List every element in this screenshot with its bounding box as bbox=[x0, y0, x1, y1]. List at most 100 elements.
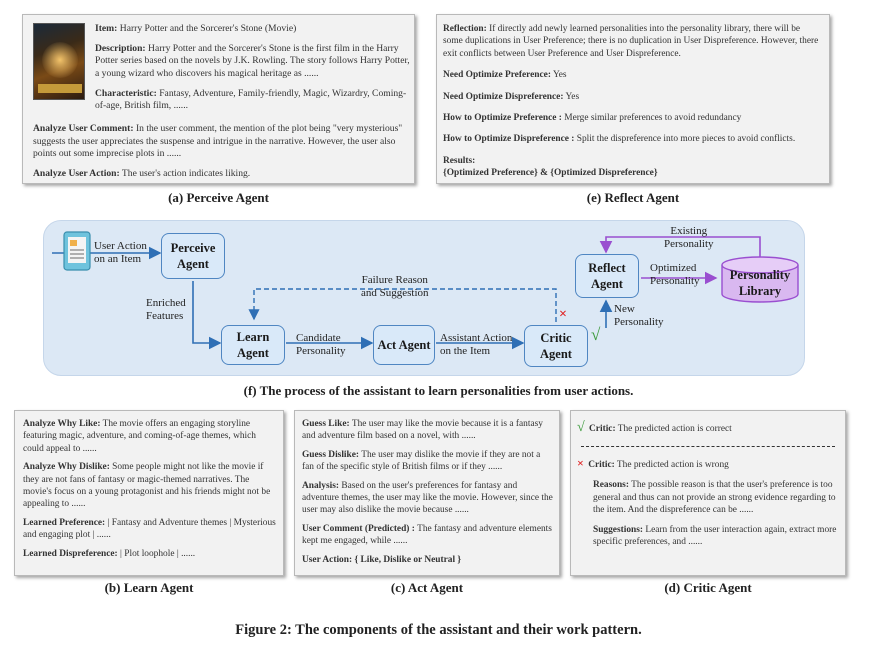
critic-agent-node: Critic Agent bbox=[524, 325, 588, 367]
how-dispref-label: How to Optimize Dispreference : bbox=[443, 134, 575, 145]
predicted-comment-value: The fantasy and adventure elements kept … bbox=[302, 523, 552, 547]
critic-wrong-value: The predicted action is wrong bbox=[616, 460, 729, 471]
process-caption: (f) The process of the assistant to lear… bbox=[243, 383, 634, 398]
act-agent-node: Act Agent bbox=[373, 325, 435, 365]
guess-dislike-row: Guess Dislike: The user may dislike the … bbox=[302, 449, 553, 474]
why-like-label: Analyze Why Like: bbox=[23, 419, 101, 429]
item-row: Item: Harry Potter and the Sorcerer's St… bbox=[95, 23, 410, 36]
need-dispref-row: Need Optimize Dispreference: Yes bbox=[443, 91, 821, 103]
reasons-row: Reasons: The possible reason is that the… bbox=[577, 479, 837, 516]
predicted-comment-label: User Comment (Predicted) : bbox=[302, 523, 415, 534]
characteristic-label: Characteristic: bbox=[95, 87, 157, 99]
characteristic-row: Characteristic: Fantasy, Adventure, Fami… bbox=[95, 88, 410, 113]
check-icon: √ bbox=[577, 420, 585, 435]
reflection-value: If directly add newly learned personalit… bbox=[443, 24, 819, 59]
learned-pref-value: | Fantasy and Adventure themes | Mysteri… bbox=[23, 517, 276, 541]
act-caption: (c) Act Agent bbox=[390, 580, 464, 595]
reflection-row: Reflection: If directly add newly learne… bbox=[443, 23, 821, 60]
why-dislike-label: Analyze Why Dislike: bbox=[23, 462, 110, 473]
dashed-divider bbox=[581, 446, 835, 448]
reflect-agent-panel: Reflection: If directly add newly learne… bbox=[436, 14, 830, 184]
results-label: Results: bbox=[443, 155, 476, 166]
how-dispref-value: Split the dispreference into more pieces… bbox=[576, 134, 796, 145]
cross-icon: × bbox=[577, 456, 584, 471]
analyze-comment-label: Analyze User Comment: bbox=[33, 123, 134, 134]
critic-caption: (d) Critic Agent bbox=[664, 580, 752, 595]
critic-correct-label: Critic: bbox=[589, 424, 616, 434]
description-label: Description: bbox=[95, 42, 146, 54]
analyze-action-row: Analyze User Action: The user's action i… bbox=[33, 168, 411, 181]
how-pref-value: Merge similar preferences to avoid redun… bbox=[564, 113, 742, 124]
learned-dispref-value: | Plot loophole | ...... bbox=[120, 548, 196, 559]
analyze-action-value: The user's action indicates liking. bbox=[121, 167, 251, 179]
results-value: {Optimized Preference} & {Optimized Disp… bbox=[443, 168, 658, 179]
results-row: Results: {Optimized Preference} & {Optim… bbox=[443, 155, 821, 180]
analysis-row: Analysis: Based on the user's preference… bbox=[302, 480, 553, 517]
guess-like-label: Guess Like: bbox=[302, 419, 350, 429]
need-pref-row: Need Optimize Preference: Yes bbox=[443, 69, 821, 81]
figure-caption: Figure 2: The components of the assistan… bbox=[235, 622, 642, 638]
critic-correct-value: The predicted action is correct bbox=[617, 424, 732, 434]
need-pref-value: Yes bbox=[552, 70, 567, 81]
why-like-value: The movie offers an engaging storyline f… bbox=[23, 419, 256, 454]
description-row: Description: Harry Potter and the Sorcer… bbox=[95, 43, 410, 81]
why-dislike-row: Analyze Why Dislike: Some people might n… bbox=[23, 461, 277, 511]
critic-wrong-label: Critic: bbox=[588, 460, 615, 471]
perceive-agent-panel: Item: Harry Potter and the Sorcerer's St… bbox=[22, 14, 415, 184]
learn-caption: (b) Learn Agent bbox=[104, 580, 194, 595]
guess-like-row: Guess Like: The user may like the movie … bbox=[302, 418, 553, 443]
learned-dispref-row: Learned Dispreference: | Plot loophole |… bbox=[23, 548, 277, 560]
reflection-label: Reflection: bbox=[443, 24, 487, 34]
item-value: Harry Potter and the Sorcerer's Stone (M… bbox=[119, 23, 297, 34]
why-like-row: Analyze Why Like: The movie offers an en… bbox=[23, 418, 277, 455]
check-icon: √ bbox=[591, 325, 601, 344]
guess-dislike-value: The user may dislike the movie if they a… bbox=[302, 449, 541, 473]
user-action-label: User Action: bbox=[302, 554, 353, 565]
reflect-agent-node: Reflect Agent bbox=[575, 254, 639, 298]
guess-dislike-label: Guess Dislike: bbox=[302, 449, 360, 460]
learn-agent-node: Learn Agent bbox=[221, 325, 285, 365]
learn-agent-panel: Analyze Why Like: The movie offers an en… bbox=[14, 410, 284, 576]
act-agent-panel: Guess Like: The user may like the movie … bbox=[294, 410, 560, 576]
learned-dispref-label: Learned Dispreference: bbox=[23, 548, 118, 559]
need-dispref-label: Need Optimize Dispreference: bbox=[443, 91, 564, 102]
user-action-value: { Like, Dislike or Neutral } bbox=[354, 554, 462, 565]
analysis-label: Analysis: bbox=[302, 480, 339, 491]
analyze-comment-row: Analyze User Comment: In the user commen… bbox=[33, 123, 411, 161]
critic-agent-panel: √ Critic: The predicted action is correc… bbox=[570, 410, 846, 576]
perceive-caption: (a) Perceive Agent bbox=[168, 190, 269, 205]
learned-pref-row: Learned Preference: | Fantasy and Advent… bbox=[23, 517, 277, 542]
how-dispref-row: How to Optimize Dispreference : Split th… bbox=[443, 133, 821, 145]
predicted-comment-row: User Comment (Predicted) : The fantasy a… bbox=[302, 523, 553, 548]
need-dispref-value: Yes bbox=[565, 91, 580, 102]
reasons-label: Reasons: bbox=[593, 480, 629, 491]
suggestions-value: Learn from the user interaction again, e… bbox=[593, 524, 837, 547]
item-label: Item: bbox=[95, 23, 118, 34]
suggestions-row: Suggestions: Learn from the user interac… bbox=[577, 524, 837, 549]
reasons-value: The possible reason is that the user's p… bbox=[593, 480, 836, 516]
cross-icon: × bbox=[559, 307, 567, 322]
personality-library-node: Personality Library bbox=[729, 267, 791, 298]
reflect-caption: (e) Reflect Agent bbox=[586, 190, 680, 205]
guess-like-value: The user may like the movie because it i… bbox=[302, 419, 543, 442]
learned-pref-label: Learned Preference: bbox=[23, 517, 106, 528]
suggestions-label: Suggestions: bbox=[593, 524, 644, 535]
how-pref-label: How to Optimize Preference : bbox=[443, 113, 562, 124]
critic-correct-row: √ Critic: The predicted action is correc… bbox=[577, 419, 837, 437]
movie-poster-image bbox=[33, 23, 85, 100]
critic-wrong-row: × Critic: The predicted action is wrong bbox=[577, 456, 837, 472]
analyze-action-label: Analyze User Action: bbox=[33, 167, 120, 179]
perceive-agent-node: Perceive Agent bbox=[161, 233, 225, 279]
how-pref-row: How to Optimize Preference : Merge simil… bbox=[443, 112, 821, 124]
description-value: Harry Potter and the Sorcerer's Stone is… bbox=[95, 42, 410, 79]
user-action-row: User Action: { Like, Dislike or Neutral … bbox=[302, 554, 553, 566]
why-dislike-value: Some people might not like the movie if … bbox=[23, 462, 271, 510]
